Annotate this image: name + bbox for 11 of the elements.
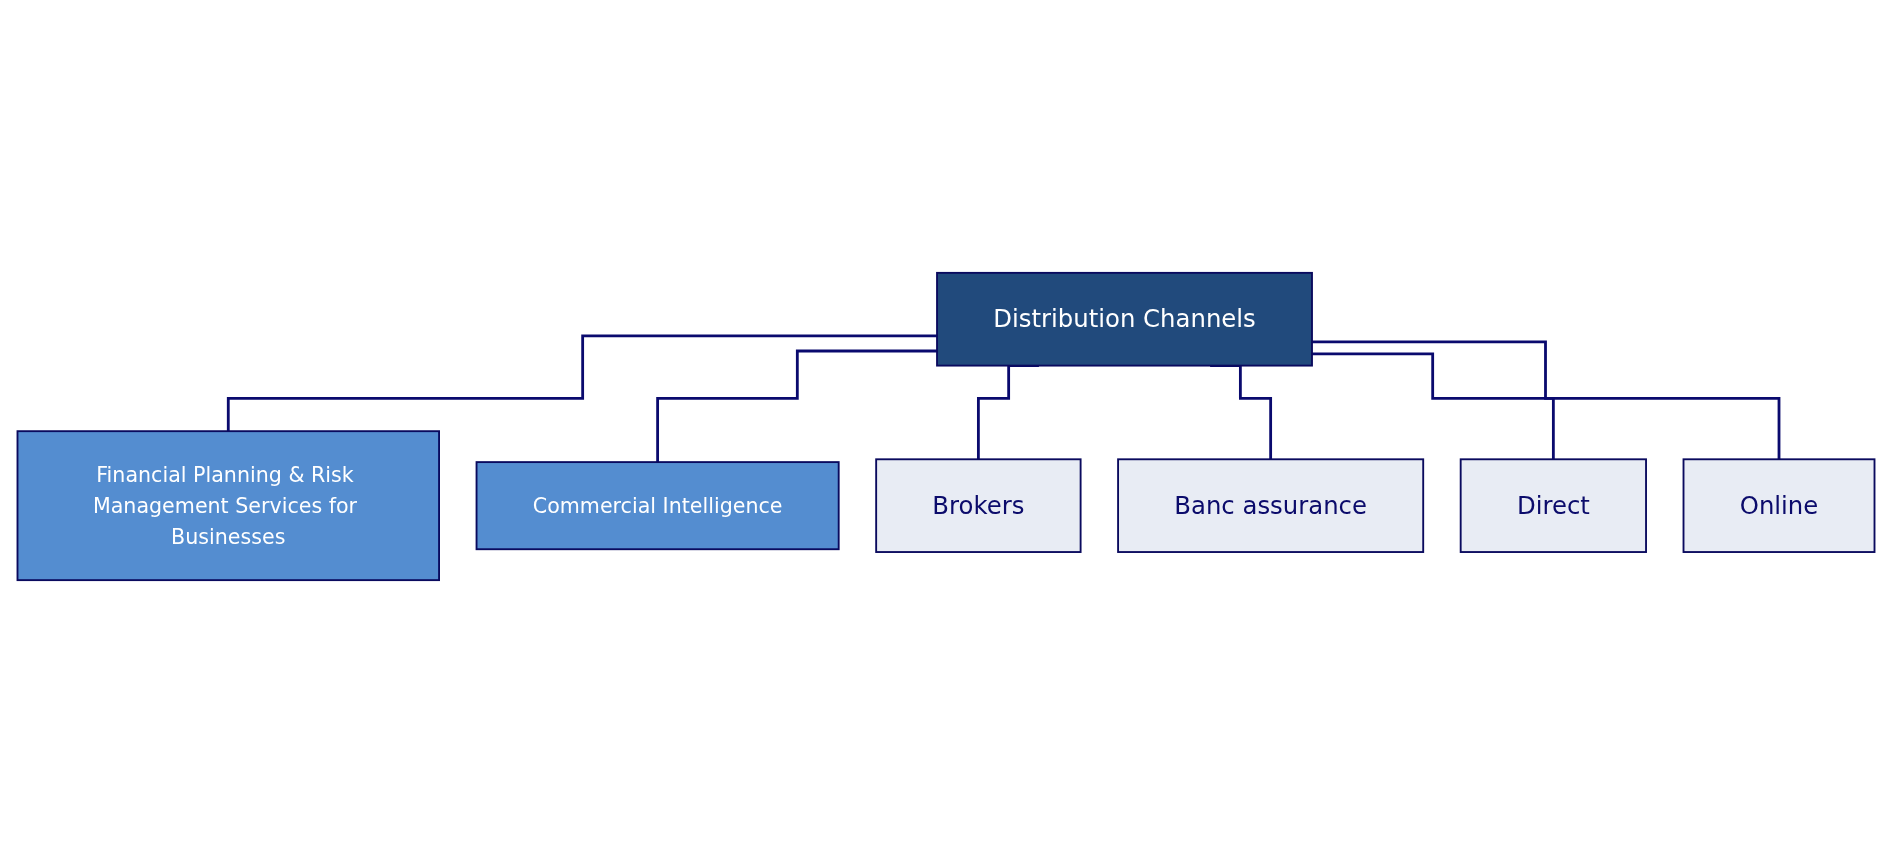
node-box: Brokers: [875, 458, 1082, 553]
node-box: Distribution Channels: [936, 271, 1313, 367]
node-box: Direct: [1459, 458, 1647, 553]
connector: [1312, 340, 1781, 461]
node-box: Commercial Intelligence: [475, 461, 840, 551]
node-box: Online: [1682, 458, 1876, 553]
connector: [1312, 352, 1555, 461]
node-box: Banc assurance: [1117, 458, 1425, 553]
connector: [226, 334, 938, 433]
node-box: Financial Planning & Risk Management Services for Businesses: [16, 430, 440, 582]
connector: [656, 349, 938, 464]
